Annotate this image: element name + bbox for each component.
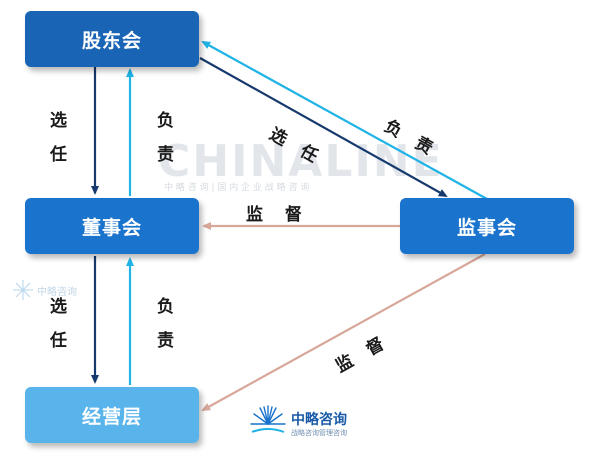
watermark-logo-small: 中略咨询 — [12, 279, 92, 303]
node-board: 董事会 — [25, 198, 199, 254]
burst-icon — [13, 280, 33, 300]
arrow-supervise-management — [201, 253, 486, 411]
brand-burst-icon — [250, 405, 286, 433]
node-management: 经营层 — [25, 387, 199, 443]
watermark-chinaline: CHINALINE — [158, 136, 444, 187]
label-elect-bottom: 选 任 — [50, 297, 67, 351]
brand-logo-sub: 战略咨询管理咨询 — [291, 429, 347, 437]
brand-logo-name: 中略咨询 — [291, 412, 347, 428]
arrow-responsible-supervisors-shareholders — [201, 41, 488, 200]
watermark-subtitle: 中 略 咨 询 | 国 内 企 业 战 略 咨 询 — [164, 183, 310, 193]
label-supervise-board: 监 督 — [246, 205, 310, 225]
label-responsible-bottom: 负 责 — [157, 297, 174, 351]
node-supervisors: 监事会 — [400, 198, 574, 254]
label-elect-top: 选 任 — [50, 111, 67, 165]
arrow-elect-shareholders-supervisors — [199, 57, 448, 197]
watermark-logo-small-name: 中略咨询 — [37, 287, 77, 298]
label-responsible-top: 负 责 — [157, 111, 174, 165]
node-shareholders: 股东会 — [25, 11, 199, 67]
brand-logo: 中略咨询 战略咨询管理咨询 — [248, 402, 368, 442]
